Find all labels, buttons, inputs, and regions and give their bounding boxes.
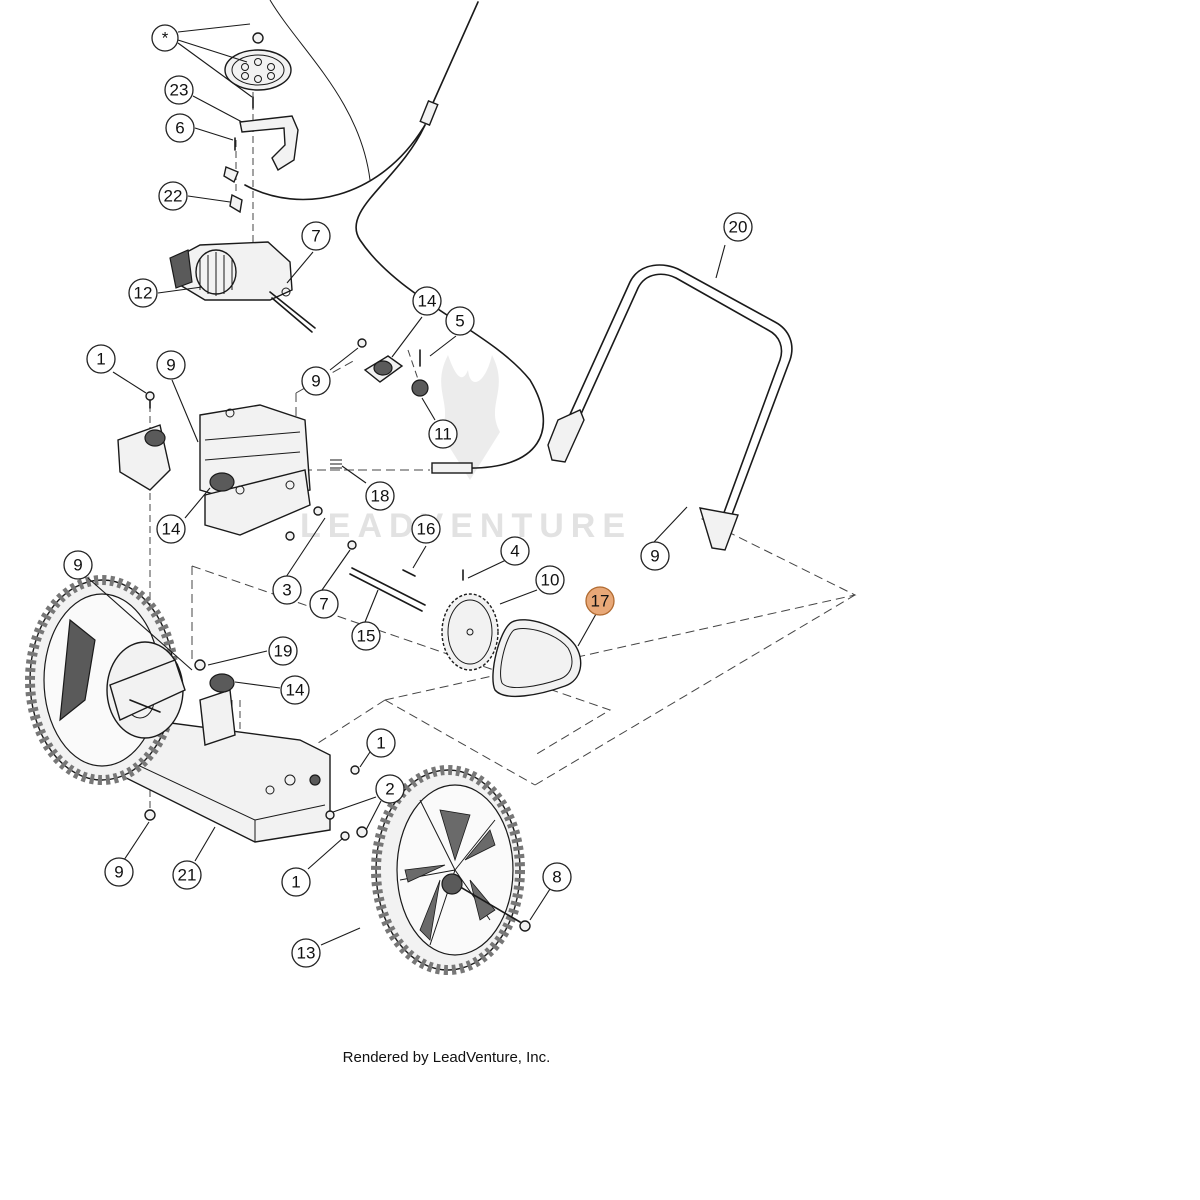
svg-text:19: 19 [274, 642, 293, 661]
callout[interactable]: 19 [268, 636, 298, 666]
callout[interactable]: 2 [375, 774, 405, 804]
render-credit: Rendered by LeadVenture, Inc. [342, 1049, 551, 1066]
svg-text:10: 10 [541, 571, 560, 590]
callout-highlighted[interactable]: 17 [585, 586, 615, 616]
callout[interactable]: 23 [164, 75, 194, 105]
callout[interactable]: 13 [291, 938, 321, 968]
sprocket [441, 593, 499, 671]
svg-text:9: 9 [166, 356, 175, 375]
bearing-upper [330, 338, 429, 469]
callout[interactable]: 8 [542, 862, 572, 892]
callout[interactable]: 14 [280, 675, 310, 705]
svg-text:21: 21 [178, 866, 197, 885]
callout[interactable]: 14 [156, 514, 186, 544]
svg-text:2: 2 [385, 780, 394, 799]
svg-text:*: * [162, 29, 169, 48]
svg-text:9: 9 [650, 547, 659, 566]
watermark-text: LEADVENTURE [300, 507, 632, 545]
callout[interactable]: 1 [366, 728, 396, 758]
callout[interactable]: 15 [351, 621, 381, 651]
callout[interactable]: 9 [301, 366, 331, 396]
axle [285, 506, 464, 612]
callout[interactable]: 12 [128, 278, 158, 308]
right-wheel [371, 765, 531, 975]
svg-text:9: 9 [114, 863, 123, 882]
svg-text:9: 9 [73, 556, 82, 575]
callout[interactable]: 9 [156, 350, 186, 380]
svg-text:15: 15 [357, 627, 376, 646]
callout[interactable]: 7 [309, 589, 339, 619]
callout[interactable]: 16 [411, 514, 441, 544]
svg-text:17: 17 [591, 592, 610, 611]
svg-text:1: 1 [96, 350, 105, 369]
svg-text:14: 14 [286, 681, 305, 700]
callout[interactable]: 3 [272, 575, 302, 605]
svg-text:8: 8 [552, 868, 561, 887]
svg-text:20: 20 [729, 218, 748, 237]
left-wheel [25, 575, 186, 785]
svg-text:18: 18 [371, 487, 390, 506]
callout[interactable]: 20 [723, 212, 753, 242]
callout[interactable]: 7 [301, 221, 331, 251]
svg-text:11: 11 [434, 425, 452, 444]
callout[interactable]: 22 [158, 181, 188, 211]
drive-chain [492, 619, 582, 697]
pulley [224, 32, 292, 109]
callout[interactable]: 6 [165, 113, 195, 143]
callout[interactable]: 14 [412, 286, 442, 316]
callout[interactable]: 21 [172, 860, 202, 890]
svg-text:4: 4 [510, 542, 519, 561]
svg-text:5: 5 [455, 312, 464, 331]
svg-text:9: 9 [311, 372, 320, 391]
mounting-bracket [223, 115, 299, 214]
svg-text:7: 7 [311, 227, 320, 246]
svg-text:14: 14 [162, 520, 181, 539]
svg-text:16: 16 [417, 520, 436, 539]
callout[interactable]: 4 [500, 536, 530, 566]
callout[interactable]: 1 [281, 867, 311, 897]
svg-text:6: 6 [175, 119, 184, 138]
watermark: LEADVENTURE [300, 355, 632, 545]
callout[interactable]: 9 [63, 550, 93, 580]
callout[interactable]: 9 [640, 541, 670, 571]
callout[interactable]: 9 [104, 857, 134, 887]
svg-text:13: 13 [297, 944, 316, 963]
leader-lines [87, 23, 726, 946]
callout[interactable]: 10 [535, 565, 565, 595]
callout[interactable]: 18 [365, 481, 395, 511]
callout[interactable]: 5 [445, 306, 475, 336]
svg-text:12: 12 [134, 284, 153, 303]
svg-text:3: 3 [282, 581, 291, 600]
svg-text:22: 22 [164, 187, 183, 206]
svg-text:14: 14 [418, 292, 437, 311]
watermark-flame-icon [440, 355, 500, 480]
handle [547, 264, 793, 551]
transmission [169, 241, 316, 333]
svg-text:23: 23 [170, 81, 189, 100]
svg-text:1: 1 [291, 873, 300, 892]
callout[interactable]: 1 [86, 344, 116, 374]
svg-text:1: 1 [376, 734, 385, 753]
callout[interactable]: 11 [428, 419, 458, 449]
callout[interactable]: * [151, 24, 179, 52]
svg-text:7: 7 [319, 595, 328, 614]
frame-bracket [117, 391, 311, 536]
